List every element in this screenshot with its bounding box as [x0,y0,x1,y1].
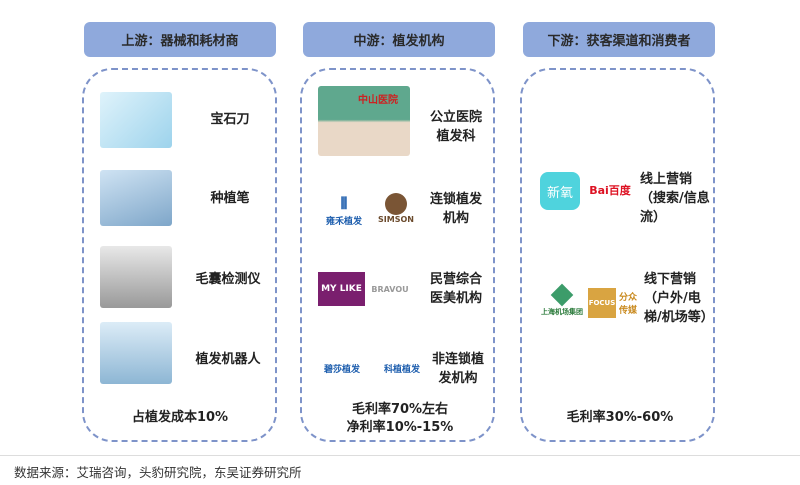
focus-media-logo: 分众传媒 [618,293,637,316]
header-midstream: 中游：植发机构 [303,22,495,57]
item-private-medical-beauty: 民营综合医美机构 [429,272,482,306]
item-online-marketing: 线上营销（搜索/信息流） [640,172,710,225]
xinyang-logo: 新氧 [540,172,580,210]
item-non-chain-clinic: 非连锁植发机构 [431,352,484,386]
item-implant-pen: 种植笔 [210,191,250,206]
yonghe-logo: ⫴雍禾植发 [325,193,362,227]
item-hair-robot: 植发机器人 [195,352,261,367]
item-chain-clinic: 连锁植发机构 [429,192,482,226]
item-offline-marketing: 线下营销（户外/电梯/机场等） [644,272,714,325]
airport-logo: 上海机场集团 [540,283,584,320]
midstream-net-margin: 净利率10%-15% [346,420,454,435]
header-upstream: 上游：器械和耗材商 [84,22,276,57]
keli-logo: 科植植发 [383,364,420,375]
focus-logo: FOCUS [588,288,616,318]
gem-knife-image [100,92,172,148]
simson-logo: SIMSON [378,185,414,231]
divider [0,455,800,456]
upstream-box [82,68,277,442]
follicle-detector-image [100,246,172,308]
bravou-logo: BRAVOU [371,284,409,294]
downstream-gross-margin: 毛利率30%-60% [566,410,674,425]
bisheng-logo: 碧莎植发 [323,364,360,375]
item-public-hospital: 公立医院植发科 [429,110,482,144]
upstream-cost-share: 占植发成本10% [131,410,229,425]
header-downstream: 下游：获客渠道和消费者 [523,22,715,57]
baidu-logo: Bai百度 [589,184,631,197]
mylike-logo: MY LIKE [318,272,365,306]
item-gem-knife: 宝石刀 [210,112,250,127]
midstream-box [300,68,495,442]
implant-pen-image [100,170,172,226]
midstream-gross-margin: 毛利率70%左右 [351,402,449,417]
source-note: 数据来源：艾瑞咨询，头豹研究院，东吴证券研究所 [14,465,302,480]
downstream-box [520,68,715,442]
public-hospital-image: 中山医院 [318,86,410,156]
item-follicle-detector: 毛囊检测仪 [195,272,261,287]
hair-robot-image [100,322,172,384]
